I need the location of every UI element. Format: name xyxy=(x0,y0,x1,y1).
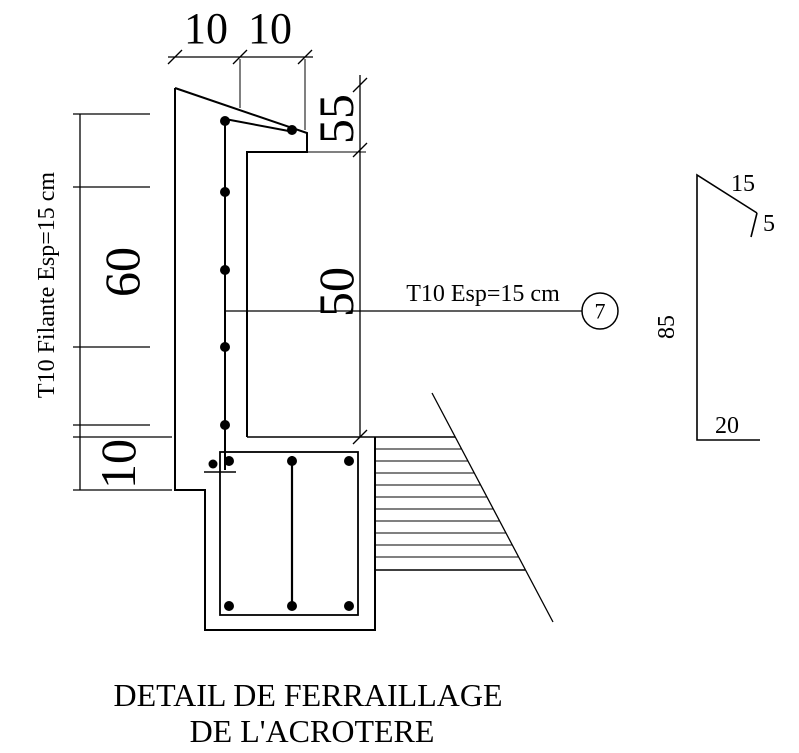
dimension-tick xyxy=(352,77,368,93)
rebar-dot xyxy=(220,265,230,275)
drawing-title-line2: DE L'ACROTERE xyxy=(190,713,435,749)
wall-rebar-dots xyxy=(208,116,297,469)
rebar-dot xyxy=(224,456,234,466)
bar-hook-dim-label: 5 xyxy=(763,211,775,237)
base-height-dim-label: 10 xyxy=(90,439,146,489)
wall-height-dim-label: 60 xyxy=(94,247,150,297)
stirrup-rect xyxy=(219,451,359,616)
beam-stirrup xyxy=(219,451,359,616)
rebar-callout xyxy=(225,292,619,330)
filante-spacing-label: T10 Filante Esp=15 cm xyxy=(34,172,60,399)
dimension-tick xyxy=(232,49,248,65)
dimension-tick xyxy=(352,142,368,158)
dimension-tick xyxy=(352,429,368,445)
rebar-dot xyxy=(224,601,234,611)
cap-rebar-line xyxy=(224,118,295,133)
slab-lines xyxy=(247,151,525,571)
rebar-callout-bubble xyxy=(581,292,619,330)
rebar-dot xyxy=(220,116,230,126)
rebar-dot xyxy=(287,125,297,135)
cap-height-dim-label: 55 xyxy=(308,94,364,144)
dimension-tick xyxy=(297,49,313,65)
break-line xyxy=(431,392,554,623)
rebar-dot xyxy=(208,459,218,469)
rebar-dot xyxy=(287,601,297,611)
rebar-dot xyxy=(220,187,230,197)
rebar-dot xyxy=(287,456,297,466)
bar-height-dim-label: 85 xyxy=(654,315,680,339)
bar-top-dim-label: 15 xyxy=(731,171,755,197)
left-dimension-bracket xyxy=(73,113,172,491)
bar-shape-detail xyxy=(696,173,760,441)
parapet-outline xyxy=(174,87,376,631)
bar-hook-line xyxy=(750,212,758,238)
top-dim-label-right: 10 xyxy=(248,4,292,53)
beam-rebar-dots xyxy=(224,456,354,611)
top-dimension-line xyxy=(167,49,313,130)
wall-rebar xyxy=(204,118,295,473)
slab-hatching xyxy=(375,448,519,558)
rebar-dot xyxy=(344,456,354,466)
parapet-outer-face-and-beam xyxy=(174,88,376,631)
wall-lower-dim-label: 50 xyxy=(308,267,364,317)
rebar-callout-number: 7 xyxy=(595,299,606,324)
bar-shape-path xyxy=(696,173,760,441)
bar-bottom-dim-label: 20 xyxy=(715,413,739,439)
vertical-dimension-line xyxy=(352,75,368,445)
rebar-dot xyxy=(344,601,354,611)
rebar-dot xyxy=(220,420,230,430)
drawing-title-line1: DETAIL DE FERRAILLAGE xyxy=(113,677,502,713)
parapet-cap-and-inner-face xyxy=(174,87,308,437)
rebar-dot xyxy=(220,342,230,352)
rebar-callout-label: T10 Esp=15 cm xyxy=(406,281,560,307)
top-dim-label-left: 10 xyxy=(184,4,228,53)
dimension-tick xyxy=(167,49,183,65)
